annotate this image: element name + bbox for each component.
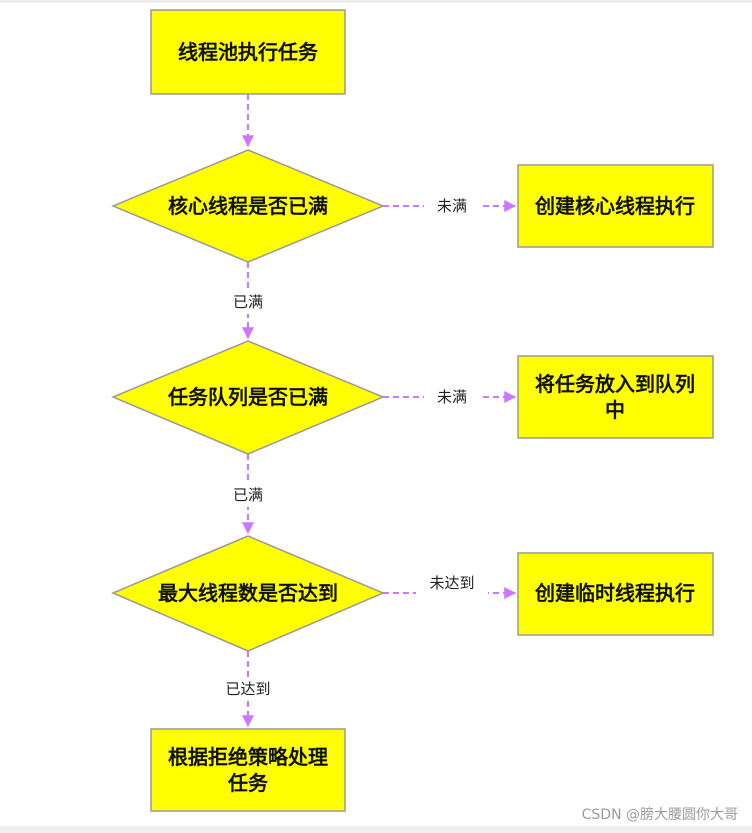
top-divider bbox=[0, 0, 752, 3]
decision-queue-full-label: 任务队列是否已满 bbox=[167, 385, 328, 409]
node-create-core-thread-label: 创建核心线程执行 bbox=[534, 194, 695, 218]
label-d2-full: 已满 bbox=[233, 486, 263, 504]
node-enqueue-task bbox=[517, 355, 714, 439]
watermark: CSDN @膀大腰圆你大哥 bbox=[581, 807, 738, 823]
node-create-temp-thread bbox=[517, 552, 714, 636]
decision-core-threads-full bbox=[111, 149, 385, 263]
node-start bbox=[150, 9, 346, 95]
label-d1-not-full: 未满 bbox=[437, 197, 467, 215]
decision-core-threads-full-label: 核心线程是否已满 bbox=[168, 194, 328, 218]
node-create-core-thread bbox=[517, 164, 714, 248]
decision-max-threads-reached-label: 最大线程数是否达到 bbox=[158, 581, 338, 605]
label-d3-reached: 已达到 bbox=[225, 680, 270, 698]
label-d2-not-full: 未满 bbox=[437, 388, 467, 406]
node-create-temp-thread-label: 创建临时线程执行 bbox=[534, 581, 695, 605]
node-start-label: 线程池执行任务 bbox=[178, 40, 319, 64]
decision-max-threads-reached bbox=[111, 535, 385, 652]
node-reject-policy-label-line1: 根据拒绝策略处理 bbox=[168, 745, 328, 769]
node-enqueue-task-label-line1: 将任务放入到队列 bbox=[535, 372, 695, 396]
label-d1-full: 已满 bbox=[233, 293, 263, 311]
node-reject-policy-label-line2: 任务 bbox=[227, 771, 269, 795]
decision-queue-full bbox=[111, 340, 385, 455]
bottom-divider bbox=[0, 826, 752, 833]
node-enqueue-task-label-line2: 中 bbox=[605, 398, 625, 422]
label-d3-not-reached: 未达到 bbox=[429, 574, 474, 592]
node-reject-policy bbox=[150, 728, 346, 812]
